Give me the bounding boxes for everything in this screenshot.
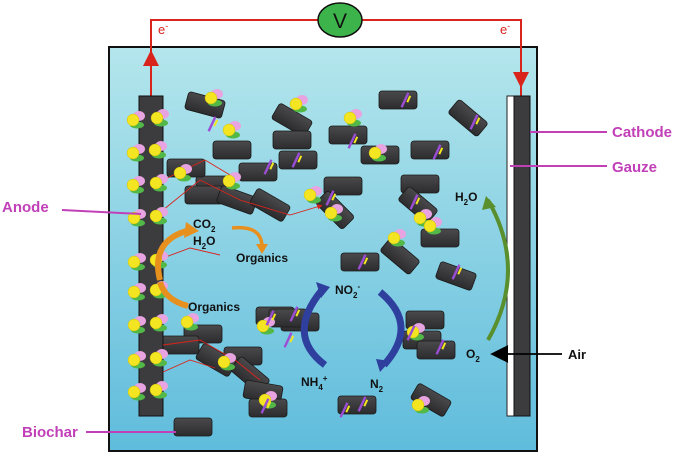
microbe-cluster xyxy=(149,207,168,225)
voltmeter-symbol: V xyxy=(333,10,347,33)
nitrification-arrowhead xyxy=(316,282,330,298)
bacteria-rod xyxy=(289,306,301,322)
gauze-label: Gauze xyxy=(612,159,657,176)
bacteria-rod xyxy=(435,339,447,355)
bacteria-rod xyxy=(325,190,337,206)
microbe-cluster xyxy=(149,349,168,367)
microbe-cluster xyxy=(222,121,241,139)
microbe-cluster xyxy=(149,314,168,332)
biochar-particle xyxy=(323,176,363,196)
cathode-electrode xyxy=(513,95,531,417)
bacteria-rod xyxy=(263,159,275,175)
microbe-cluster xyxy=(127,253,146,271)
bacteria-rod xyxy=(260,398,272,414)
biochar-particle xyxy=(416,340,456,360)
microbe-cluster xyxy=(127,316,146,334)
microbe-cluster xyxy=(150,109,169,127)
microbe-cluster xyxy=(204,89,223,107)
microbe-cluster xyxy=(127,351,146,369)
bacteria-rod xyxy=(409,194,421,210)
denitrification-arrow xyxy=(377,289,405,368)
biochar-particle xyxy=(410,140,450,160)
biochar-label: Biochar xyxy=(22,424,78,441)
microbe-cluster xyxy=(149,381,168,399)
microbe-cluster xyxy=(411,396,430,414)
organics-small-arrow xyxy=(231,225,264,248)
microbe-cluster xyxy=(148,141,167,159)
microbe-cluster xyxy=(343,109,362,127)
bacteria-rod xyxy=(357,396,369,412)
organics-label-bottom: Organics xyxy=(188,300,240,314)
nitrite-label: NO2- xyxy=(335,282,360,300)
oxygen-reduction-arrowhead xyxy=(482,196,496,210)
label-leader-lines xyxy=(61,131,607,433)
microbe-cluster xyxy=(126,111,145,129)
bacteria-rod xyxy=(265,310,277,326)
biochar-particle xyxy=(340,252,380,272)
co2-label: CO2 xyxy=(193,217,216,234)
microbe-cluster xyxy=(387,229,406,247)
biochar-particle xyxy=(272,130,312,150)
bacteria-rod xyxy=(469,114,481,130)
microbe-cluster xyxy=(289,95,308,113)
organics-label-top: Organics xyxy=(236,251,288,265)
biochar-particle xyxy=(249,188,291,222)
microbe-cluster xyxy=(368,144,387,162)
biochar-particle xyxy=(271,103,313,137)
h2o-anode-label: H2O xyxy=(193,234,215,251)
organics-uptake-arrow xyxy=(157,281,189,309)
biochar-particle xyxy=(380,237,420,275)
bacteria-rod xyxy=(207,116,219,132)
bacteria-rod xyxy=(451,264,463,280)
nitrification-arrow xyxy=(300,287,328,368)
organics-small-arrowhead xyxy=(256,244,268,254)
bacteria-rod xyxy=(406,325,418,341)
biochar-particle xyxy=(173,417,213,437)
bacteria-rod xyxy=(283,332,295,348)
denitrification-arrowhead xyxy=(376,359,390,372)
bacteria-rod xyxy=(339,402,351,418)
ammonium-label: NH4+ xyxy=(301,374,328,392)
biochar-particles xyxy=(160,90,488,437)
oxygen-label: O2 xyxy=(466,347,480,364)
microbe-cluster xyxy=(126,144,145,162)
h2o-cathode-label: H2O xyxy=(455,190,477,207)
electron-label-right: e- xyxy=(500,21,510,37)
anode-label: Anode xyxy=(2,199,49,216)
microbe-cluster xyxy=(127,383,146,401)
microbe-cluster xyxy=(303,186,322,204)
organics-oxidation-arrow xyxy=(155,227,191,281)
nitrogen-gas-label: N2 xyxy=(370,377,384,394)
microbe-cluster xyxy=(173,164,192,182)
bacteria-rod xyxy=(357,254,369,270)
biochar-particle xyxy=(212,140,252,160)
microbe-cluster xyxy=(222,172,241,190)
microbe-cluster xyxy=(127,283,146,301)
bacteria-rod xyxy=(291,152,303,168)
microbe-clusters xyxy=(126,89,481,418)
cathode-label: Cathode xyxy=(612,124,672,141)
bacteria-rod xyxy=(432,144,444,160)
microbe-cluster xyxy=(217,353,236,371)
bacteria-rod xyxy=(347,133,359,149)
organics-arrowhead-up xyxy=(184,222,199,238)
oxygen-reduction-arrow xyxy=(486,199,510,341)
biochar-particle xyxy=(278,150,318,170)
microbe-cluster xyxy=(324,204,343,222)
microbe-cluster xyxy=(126,176,145,194)
microbe-cluster xyxy=(423,217,442,235)
voltmeter-icon: V xyxy=(317,2,363,38)
biochar-particle xyxy=(378,90,418,110)
bacteria-rod xyxy=(400,92,412,108)
reactor-tank xyxy=(108,46,538,452)
microbe-cluster xyxy=(149,174,168,192)
biochar-particle xyxy=(328,125,368,145)
microbe-cluster xyxy=(180,313,199,331)
biochar-particle xyxy=(448,99,488,137)
electron-label-left: e- xyxy=(158,21,168,37)
air-label: Air xyxy=(568,347,586,362)
